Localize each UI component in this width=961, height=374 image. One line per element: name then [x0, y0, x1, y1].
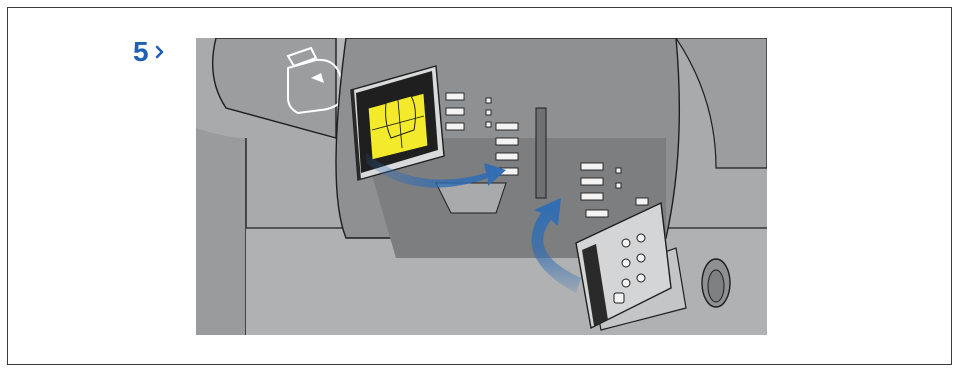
step-indicator: 5: [133, 38, 167, 66]
chevron-right-icon: [153, 45, 167, 59]
step-number: 5: [133, 38, 149, 66]
sim-insertion-illustration: [196, 38, 767, 335]
